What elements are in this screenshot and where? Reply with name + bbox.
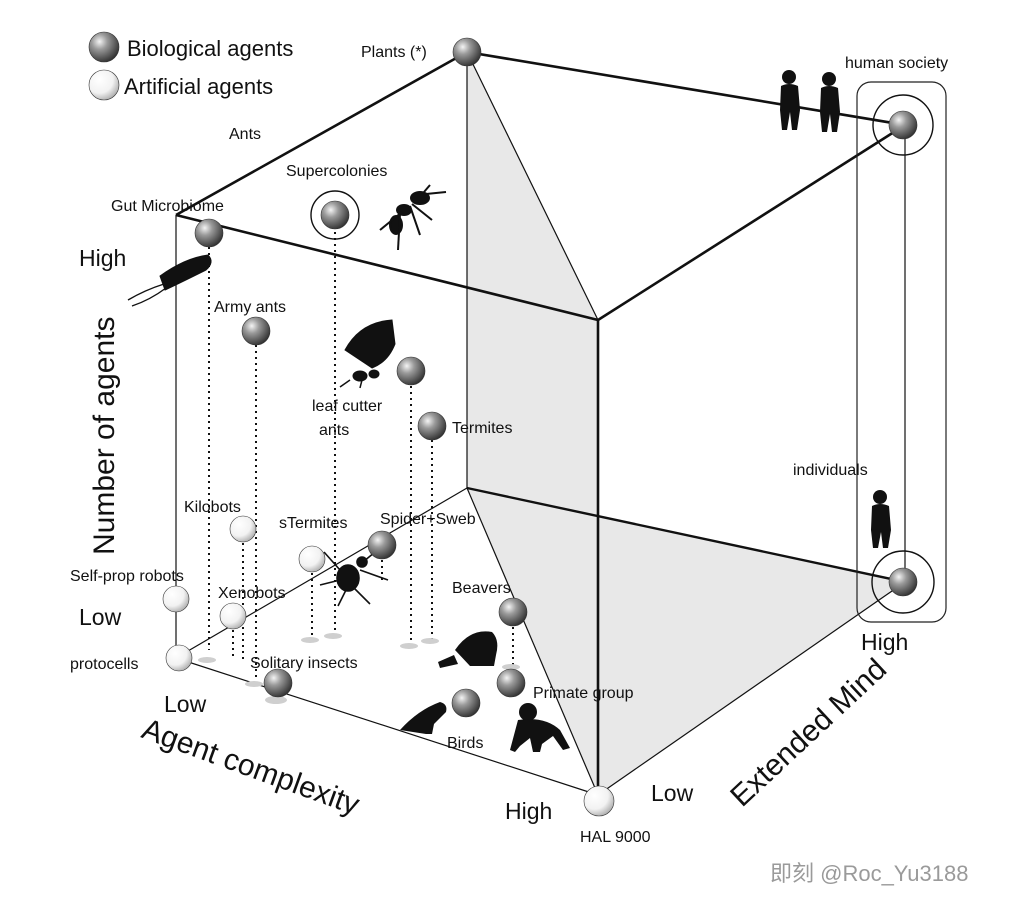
sphere-beavers [498, 597, 528, 627]
drop-lines [208, 232, 514, 680]
sphere-primate [496, 668, 526, 698]
label-self-prop: Self-prop robots [70, 568, 184, 585]
legend-biological-label: Biological agents [127, 36, 293, 61]
beaver-icon [438, 631, 498, 668]
bird-icon [400, 702, 447, 734]
ant-icon [379, 184, 447, 251]
axis-extended-low: Low [651, 780, 694, 806]
label-gut-microbiome: Gut Microbiome [111, 198, 224, 215]
label-beavers: Beavers [452, 580, 511, 597]
axis-complexity-low: Low [164, 691, 207, 717]
label-birds: Birds [447, 735, 483, 752]
sphere-plants [452, 37, 482, 67]
floor-shadows [198, 633, 520, 704]
label-spider: Spider+Sweb [380, 511, 476, 528]
axis-complexity-title: Agent complexity [138, 713, 364, 822]
sphere-hal [583, 785, 615, 817]
axis-extended-high: High [861, 629, 908, 655]
sphere-rings [310, 94, 935, 614]
label-solitary: Solitary insects [250, 655, 358, 672]
axis-complexity-high: High [505, 798, 552, 824]
sphere-supercolonies [320, 200, 350, 230]
sphere-human-society [888, 110, 918, 140]
sphere-termites [417, 411, 447, 441]
label-supercolonies: Supercolonies [286, 163, 387, 180]
sphere-gut-microbiome [194, 218, 224, 248]
watermark: 即刻 @Roc_Yu3188 [770, 861, 968, 886]
axis-vertical-title: Number of agents [88, 317, 121, 555]
label-army-ants: Army ants [214, 299, 286, 316]
human-society-bracket [856, 81, 947, 623]
sphere-leaf-cutter [396, 356, 426, 386]
sphere-birds [451, 688, 481, 718]
human-individual-icon [871, 490, 891, 548]
leaf-cutter-ant-icon [339, 319, 396, 389]
label-protocells: protocells [70, 656, 138, 673]
label-termites: Termites [452, 420, 512, 437]
label-primate: Primate group [533, 685, 634, 702]
bacterium-icon [127, 254, 212, 307]
spider-icon [319, 547, 389, 607]
label-leaf-cutter-line2: ants [319, 422, 349, 439]
label-stermites: sTermites [279, 515, 347, 532]
sphere-solitary [263, 668, 293, 698]
cube-edges [175, 50, 906, 796]
sphere-individuals [888, 567, 918, 597]
floor-plane [467, 488, 905, 795]
chimpanzee-icon [510, 703, 570, 752]
sphere-spider [367, 530, 397, 560]
sphere-army-ants [241, 316, 271, 346]
sphere-stermites [298, 545, 326, 573]
label-plants: Plants (*) [361, 44, 427, 61]
sphere-kilobots [229, 515, 257, 543]
sphere-protocells [165, 644, 193, 672]
sphere-xenobots [219, 602, 247, 630]
label-human-society: human society [845, 55, 948, 72]
legend-sphere-artificial [88, 69, 120, 101]
legend-sphere-biological [88, 31, 120, 63]
spheres [88, 31, 918, 817]
label-ants: Ants [229, 126, 261, 143]
axis-vertical-low: Low [79, 604, 122, 630]
label-xenobots: Xenobots [218, 585, 286, 602]
human-pair-icon [780, 70, 840, 132]
sphere-self-prop [162, 585, 190, 613]
label-kilobots: Kilobots [184, 499, 241, 516]
axis-vertical-high: High [79, 245, 126, 271]
label-hal: HAL 9000 [580, 829, 651, 846]
label-leaf-cutter-line1: leaf cutter [312, 398, 383, 415]
label-individuals: individuals [793, 462, 868, 479]
legend-artificial-label: Artificial agents [124, 74, 273, 99]
